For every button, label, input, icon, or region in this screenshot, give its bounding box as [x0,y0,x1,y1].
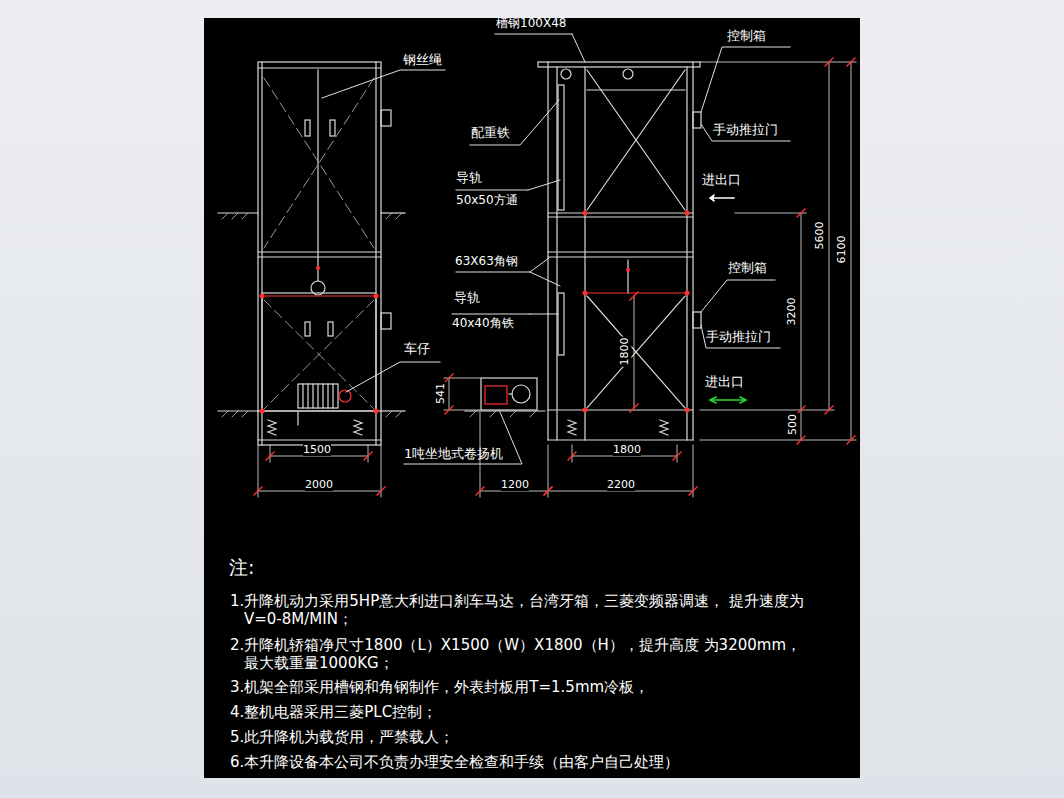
part-label: 车仔 [404,341,430,357]
part-label: 控制箱 [727,28,766,44]
part-label: 1吨坐地式卷扬机 [404,446,503,462]
note: 5.此升降机为载货用，严禁载人； [230,728,844,746]
part-label: 手动推拉门 [706,329,771,345]
part-label: 进出口 [702,172,741,188]
note: 2.升降机轿箱净尺寸1800（L）X1500（W）X1800（H），提升高度 为… [230,636,804,672]
part-label: 40x40角铁 [452,316,514,330]
dimension: 1500 [303,443,331,456]
dimension: 5600 [813,221,826,251]
note: 4.整机电器采用三菱PLC控制； [230,703,844,721]
dimension: 1800 [613,443,641,456]
dimension: 3200 [785,297,798,327]
part-label: 进出口 [705,374,744,390]
dimension: 1200 [501,478,529,491]
dimension: 500 [785,414,798,437]
part-label: 手动推拉门 [713,122,778,138]
note: 1.升降机动力采用5HP意大利进口刹车马达，台湾牙箱，三菱变频器调速， 提升速度… [230,592,834,628]
part-label: 导轨 [454,290,480,306]
part-label: 控制箱 [728,260,767,276]
dimension: 6100 [835,235,848,265]
dimension: 2000 [305,478,333,491]
part-label: 63X63角钢 [455,254,518,268]
dimension: 541 [433,383,446,406]
part-label: 配重铁 [471,125,510,141]
note: 6.本升降设备本公司不负责办理安全检查和手续（由客户自己处理） [230,753,864,771]
note-heading: 注: [229,556,254,579]
part-label: 钢丝绳 [403,52,442,68]
dimension: 2200 [607,478,635,491]
part-label: 导轨 [456,170,482,186]
part-label: 槽钢100X48 [496,16,566,30]
note: 3.机架全部采用槽钢和角钢制作，外表封板用T=1.5mm冷板， [230,678,844,696]
dimension: 1800 [618,337,631,367]
part-label: 50x50方通 [456,193,518,207]
